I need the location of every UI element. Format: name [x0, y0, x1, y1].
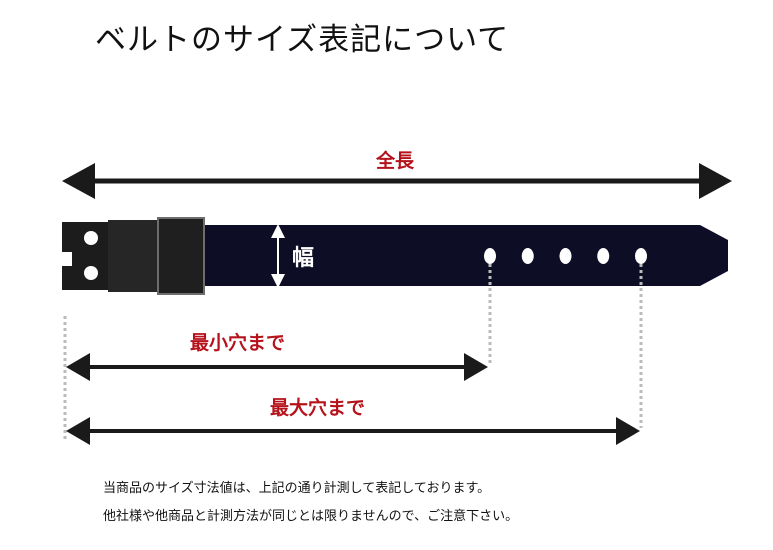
buckle-screw-hole	[84, 231, 98, 245]
belt-hole	[521, 248, 534, 264]
measurement-note-line-1: 当商品のサイズ寸法値は、上記の通り計測して表記しております。	[103, 481, 491, 496]
total-length-arrowhead-left	[62, 163, 95, 199]
buckle-screw-hole	[84, 266, 98, 280]
width-arrow-icon	[271, 224, 285, 288]
total-length-label: 全長	[376, 150, 415, 172]
buckle-slot	[62, 252, 72, 266]
smallest-hole-arrow	[66, 353, 488, 381]
belt-hole	[635, 248, 647, 264]
largest-hole-arrow	[66, 417, 640, 445]
total-length-arrow	[62, 163, 732, 199]
guide-lines	[63, 264, 643, 440]
width-label: 幅	[292, 246, 315, 271]
page-title: ベルトのサイズ表記について	[95, 22, 510, 58]
measurement-note-line-2: 他社様や他商品と計測方法が同じとは限りませんので、ご注意下さい。	[103, 509, 519, 524]
belt-buckle	[62, 217, 205, 295]
largest-hole-label: 最大穴まで	[270, 397, 366, 419]
belt-hole	[597, 248, 610, 264]
belt-holes	[484, 248, 647, 264]
buckle-plate	[108, 220, 163, 292]
total-length-arrowhead-right	[699, 163, 732, 199]
smallest-hole-label: 最小穴まで	[190, 332, 286, 354]
belt-hole	[484, 248, 496, 264]
belt-strap	[195, 225, 728, 286]
belt-hole	[559, 248, 572, 264]
belt-loop	[157, 217, 205, 295]
